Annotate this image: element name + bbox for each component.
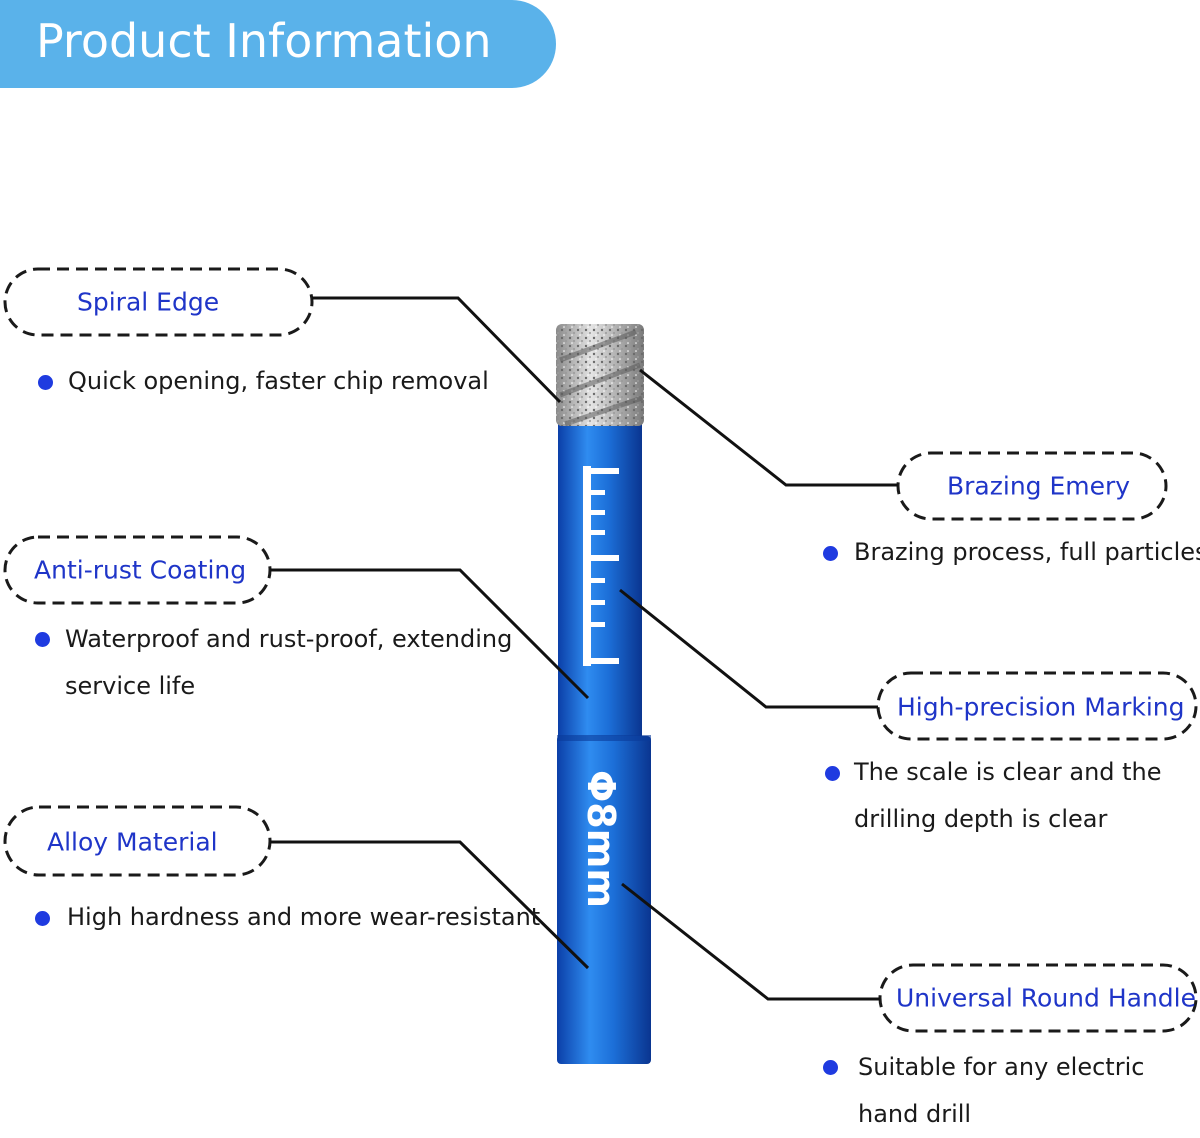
header-banner: Product Information [0,0,556,88]
page-title: Product Information [36,14,492,68]
desc-alloy: High hardness and more wear-resistant [67,894,540,941]
drill-handle [557,736,651,1064]
pill-marking [876,671,1198,741]
label-alloy: Alloy Material [47,827,218,857]
bullet-dot [35,911,50,926]
bullet-dot [823,546,838,561]
label-brazing: Brazing Emery [947,471,1131,501]
desc-line: High hardness and more wear-resistant [67,903,541,931]
desc-line: Suitable for any electric [858,1053,1145,1081]
leader-handle [621,882,880,1001]
bullet-dot [35,632,50,647]
desc-line: service life [65,672,196,700]
leader-spiral-edge [312,296,562,404]
leader-marking [619,588,878,709]
desc-spiral-edge: Quick opening, faster chip removal [68,358,489,405]
label-anti-rust: Anti-rust Coating [34,555,247,585]
desc-line: The scale is clear and the [854,758,1162,786]
leader-brazing [639,368,898,487]
leader-alloy [270,840,590,970]
leader-anti-rust [270,568,590,700]
size-marking: Φ8mm [579,770,623,908]
bullet-dot [38,375,53,390]
label-marking: High-precision Marking [897,692,1185,722]
drill-bit [556,324,651,1064]
desc-line: hand drill [858,1100,972,1128]
label-handle: Universal Round Handle [896,983,1196,1013]
desc-line: Quick opening, faster chip removal [68,367,489,395]
desc-line: drilling depth is clear [854,805,1108,833]
bullet-dot [825,766,840,781]
pill-spiral-edge [3,267,314,337]
desc-line: Waterproof and rust-proof, extending [65,625,513,653]
desc-marking: The scale is clear and the drilling dept… [854,749,1162,843]
depth-scale [583,466,619,666]
label-spiral-edge: Spiral Edge [77,287,220,317]
desc-anti-rust: Waterproof and rust-proof, extending ser… [65,616,512,710]
desc-line: Brazing process, full particles [854,538,1200,566]
desc-brazing: Brazing process, full particles [854,529,1200,576]
desc-handle: Suitable for any electric hand drill [858,1044,1144,1138]
bullet-dot [823,1060,838,1075]
